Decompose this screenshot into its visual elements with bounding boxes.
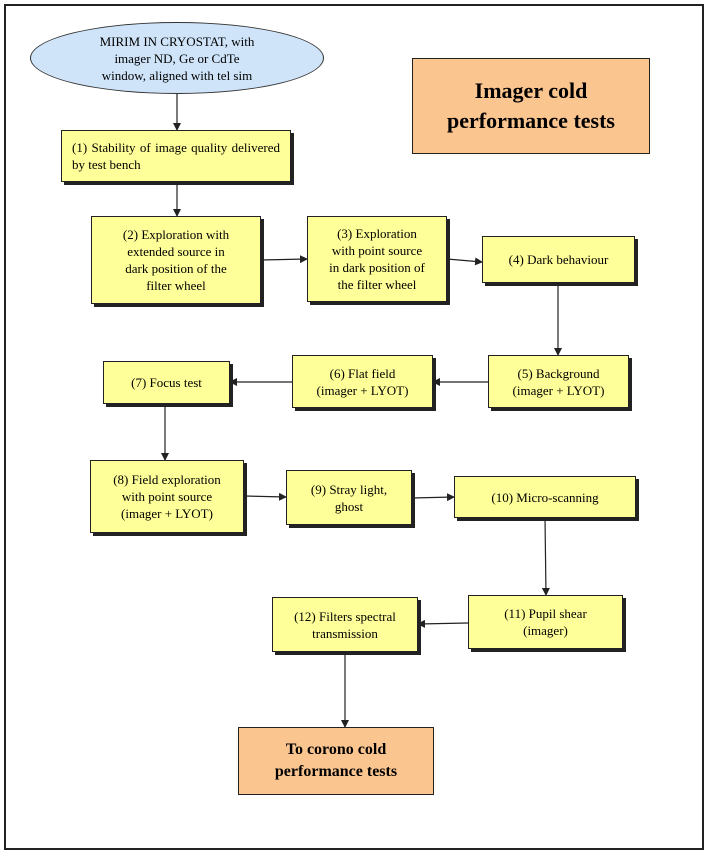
step-9-stray-light: (9) Stray light, ghost xyxy=(286,470,412,525)
step-6-flat-field: (6) Flat field (imager + LYOT) xyxy=(292,355,433,408)
arrow-s11-to-s12 xyxy=(417,619,469,628)
step-12-filters-spectral: (12) Filters spectral transmission xyxy=(272,597,418,652)
step-2-extended-source: (2) Exploration with extended source in … xyxy=(91,216,261,304)
step-3-point-source: (3) Exploration with point source in dar… xyxy=(307,216,447,302)
diagram-frame xyxy=(4,4,704,850)
arrow-s3-to-s4 xyxy=(446,257,483,266)
arrow-s8-to-s9 xyxy=(243,492,287,501)
step-4-dark-behaviour: (4) Dark behaviour xyxy=(482,236,635,283)
step-7-focus-test: (7) Focus test xyxy=(103,361,230,404)
step-1-stability: (1) Stability of image quality delivered… xyxy=(61,130,291,182)
step-8-field-exploration: (8) Field exploration with point source … xyxy=(90,460,244,533)
diagram-title: Imager cold performance tests xyxy=(412,58,650,154)
step-10-micro-scanning: (10) Micro-scanning xyxy=(454,476,636,518)
arrow-s9-to-s10 xyxy=(411,493,455,502)
start-node: MIRIM IN CRYOSTAT, with imager ND, Ge or… xyxy=(30,22,324,94)
arrow-s10-to-s11 xyxy=(541,517,550,596)
step-5-background: (5) Background (imager + LYOT) xyxy=(488,355,629,408)
end-node: To corono cold performance tests xyxy=(238,727,434,795)
arrow-s2-to-s3 xyxy=(260,255,308,264)
step-11-pupil-shear: (11) Pupil shear (imager) xyxy=(468,595,623,649)
